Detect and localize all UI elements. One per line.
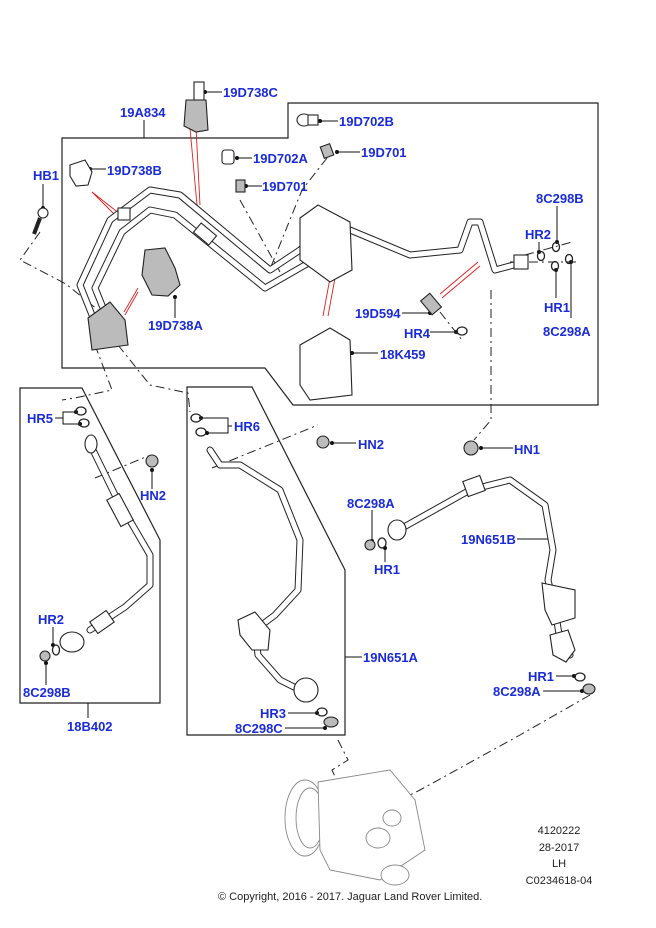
label-8C298C[interactable]: 8C298C — [235, 721, 283, 736]
oring-HR6-a — [190, 413, 202, 423]
oring-HR5-b — [78, 418, 90, 428]
label-8C298A-mid[interactable]: 8C298A — [347, 496, 395, 511]
nut-HN2-left — [145, 454, 159, 468]
ref-number: 4120222 — [538, 825, 581, 837]
illustration-id: C0234618-04 — [526, 875, 593, 887]
label-HR1-mid[interactable]: HR1 — [374, 562, 400, 577]
label-HR4[interactable]: HR4 — [404, 326, 431, 341]
label-19N651A[interactable]: 19N651A — [363, 650, 419, 665]
label-HR5[interactable]: HR5 — [27, 411, 53, 426]
label-19A834[interactable]: 19A834 — [120, 105, 166, 120]
clip-19D738C — [183, 81, 209, 133]
label-19D594[interactable]: 19D594 — [355, 306, 401, 321]
label-8C298A-bot[interactable]: 8C298A — [493, 684, 541, 699]
oring-HR1-top — [550, 260, 560, 272]
valve-19D701-left — [235, 179, 246, 193]
label-HN1[interactable]: HN1 — [514, 442, 540, 457]
label-18K459[interactable]: 18K459 — [380, 347, 426, 362]
assembly-box-19A834 — [61, 102, 599, 406]
callout-lines — [91, 127, 481, 317]
sensor-19D594 — [419, 292, 443, 316]
label-8C298B-left[interactable]: 8C298B — [23, 685, 71, 700]
clip-19D738A — [141, 247, 181, 297]
insulator-18K459 — [299, 327, 353, 401]
washer-8C298C — [323, 716, 339, 728]
pipe-assembly-19A834 — [76, 186, 529, 351]
ac-compressor — [284, 769, 426, 886]
hose-19N651A — [206, 446, 319, 703]
leader-lines — [41, 90, 584, 730]
oring-HR5-a — [75, 406, 87, 416]
bolt-HB1 — [32, 207, 49, 235]
oring-HR1-bot — [574, 672, 586, 682]
illustration-meta: 4120222 28-2017 LH C0234618-04 — [526, 825, 593, 887]
label-19D738C[interactable]: 19D738C — [223, 85, 279, 100]
hose-19N651B — [387, 474, 576, 663]
label-HN2-mid[interactable]: HN2 — [358, 437, 384, 452]
oring-HR4 — [456, 326, 468, 336]
assembly-box-18B402 — [19, 387, 161, 704]
label-19D701-left[interactable]: 19D701 — [262, 179, 308, 194]
nut-HN1 — [463, 440, 479, 456]
washer-8C298A-mid — [364, 539, 376, 551]
label-19D738B[interactable]: 19D738B — [107, 163, 162, 178]
label-HR2-top[interactable]: HR2 — [525, 227, 551, 242]
week-year: 28-2017 — [539, 842, 579, 854]
label-19N651B[interactable]: 19N651B — [461, 532, 516, 547]
part-labels: 19D738C 19A834 19D702B 19D701 19D702A 19… — [23, 85, 591, 736]
assembly-box-19N651A — [186, 386, 346, 736]
cap-19D702B — [296, 113, 319, 127]
clip-19D738B — [69, 159, 93, 187]
oring-HR1-mid — [377, 537, 387, 549]
label-HN2-left[interactable]: HN2 — [140, 488, 166, 503]
cap-19D702A — [221, 149, 235, 165]
label-19D702B[interactable]: 19D702B — [339, 114, 394, 129]
label-HR2-left[interactable]: HR2 — [38, 612, 64, 627]
label-HR1-top[interactable]: HR1 — [544, 300, 570, 315]
oring-HR6-b — [195, 427, 207, 437]
label-HB1[interactable]: HB1 — [33, 168, 59, 183]
oring-HR3 — [316, 707, 328, 717]
washer-8C298A-bot — [582, 683, 596, 695]
label-HR6[interactable]: HR6 — [234, 419, 260, 434]
nut-HN2-mid — [316, 435, 330, 449]
side-indicator: LH — [552, 858, 566, 870]
label-19D701-right[interactable]: 19D701 — [361, 145, 407, 160]
washer-8C298A-top — [564, 253, 574, 265]
label-8C298B-top[interactable]: 8C298B — [536, 191, 584, 206]
label-HR1-bot[interactable]: HR1 — [528, 669, 554, 684]
label-18B402[interactable]: 18B402 — [67, 719, 113, 734]
hose-18B402 — [59, 434, 154, 653]
copyright-notice: © Copyright, 2016 - 2017. Jaguar Land Ro… — [218, 891, 482, 903]
washer-8C298B-top — [551, 241, 561, 253]
oring-HR2-top — [536, 250, 546, 262]
label-8C298A-top[interactable]: 8C298A — [543, 324, 591, 339]
oring-HR2-left — [51, 644, 61, 656]
label-19D702A[interactable]: 19D702A — [253, 151, 309, 166]
valve-19D701-right — [319, 142, 335, 160]
label-HR3[interactable]: HR3 — [260, 706, 286, 721]
label-19D738A[interactable]: 19D738A — [148, 318, 204, 333]
washer-8C298B-left — [39, 650, 51, 662]
